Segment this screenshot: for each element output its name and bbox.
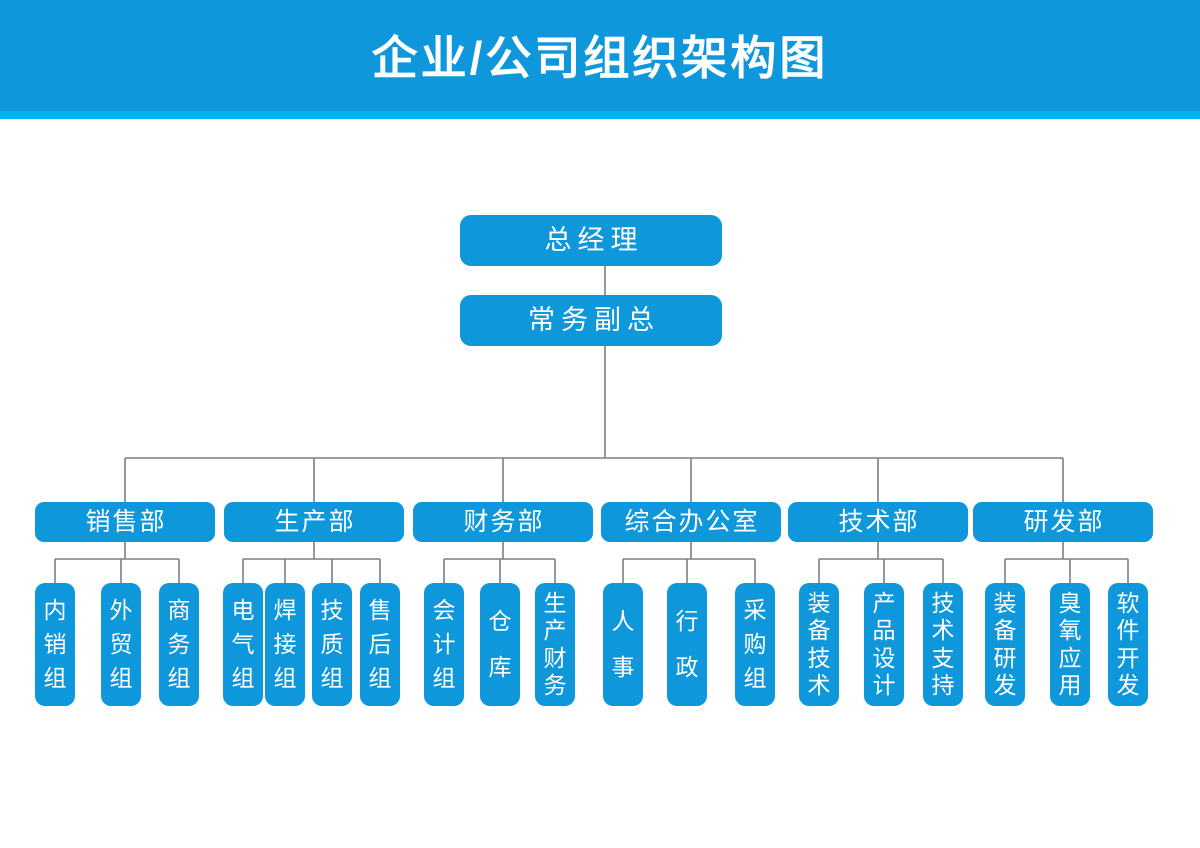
node-team-production-finance: 生产财务	[535, 583, 575, 706]
node-team-tech-support: 技术支持	[923, 583, 963, 706]
node-team-equipment-tech: 装备技术	[799, 583, 839, 706]
node-team-hr: 人事	[603, 583, 643, 706]
header-accent-strip	[0, 111, 1200, 119]
node-dept-technology: 技术部	[788, 502, 968, 542]
connector-team-drops	[54, 559, 1129, 583]
node-team-domestic-sales: 内销组	[35, 583, 75, 706]
node-team-accounting: 会计组	[424, 583, 464, 706]
page-title: 企业/公司组织架构图	[371, 31, 829, 84]
node-team-quality: 技质组	[312, 583, 352, 706]
node-team-administration: 行政	[667, 583, 707, 706]
node-team-foreign-trade: 外贸组	[101, 583, 141, 706]
node-team-electrical: 电气组	[223, 583, 263, 706]
node-team-procurement: 采购组	[735, 583, 775, 706]
node-dept-production: 生产部	[224, 502, 404, 542]
node-team-warehouse: 仓库	[480, 583, 520, 706]
node-dept-rnd: 研发部	[973, 502, 1153, 542]
node-general-manager: 总经理	[460, 215, 722, 266]
header-banner: 企业/公司组织架构图	[0, 0, 1200, 111]
node-team-ozone-application: 臭氧应用	[1050, 583, 1090, 706]
node-deputy-general-manager: 常务副总	[460, 295, 722, 346]
node-team-equipment-rnd: 装备研发	[985, 583, 1025, 706]
node-team-welding: 焊接组	[265, 583, 305, 706]
node-dept-finance: 财务部	[413, 502, 593, 542]
node-team-software-dev: 软件开发	[1108, 583, 1148, 706]
connector-department-stems	[124, 542, 1064, 559]
node-dept-general-office: 综合办公室	[601, 502, 781, 542]
connector-department-drops	[124, 458, 1064, 502]
node-team-after-sales: 售后组	[360, 583, 400, 706]
node-team-business: 商务组	[159, 583, 199, 706]
node-team-product-design: 产品设计	[864, 583, 904, 706]
node-dept-sales: 销售部	[35, 502, 215, 542]
